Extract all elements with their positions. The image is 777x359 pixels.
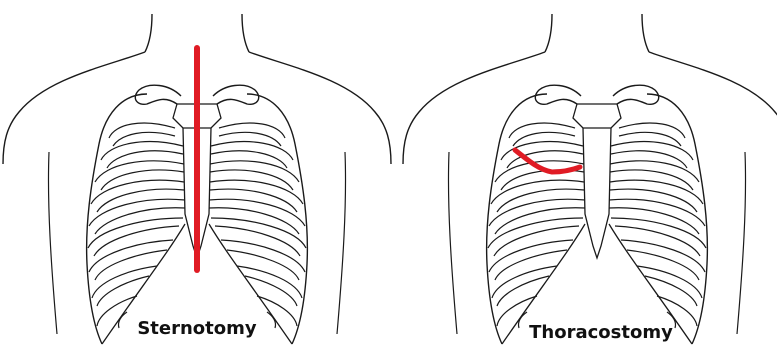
sternotomy-panel: Sternotomy [3, 14, 391, 344]
sternotomy-label: Sternotomy [137, 318, 257, 339]
thoracostomy-panel: Thoracostomy [403, 14, 777, 344]
thoracostomy-label: Thoracostomy [529, 322, 673, 343]
thoracostomy-torso-illustration [403, 14, 777, 344]
